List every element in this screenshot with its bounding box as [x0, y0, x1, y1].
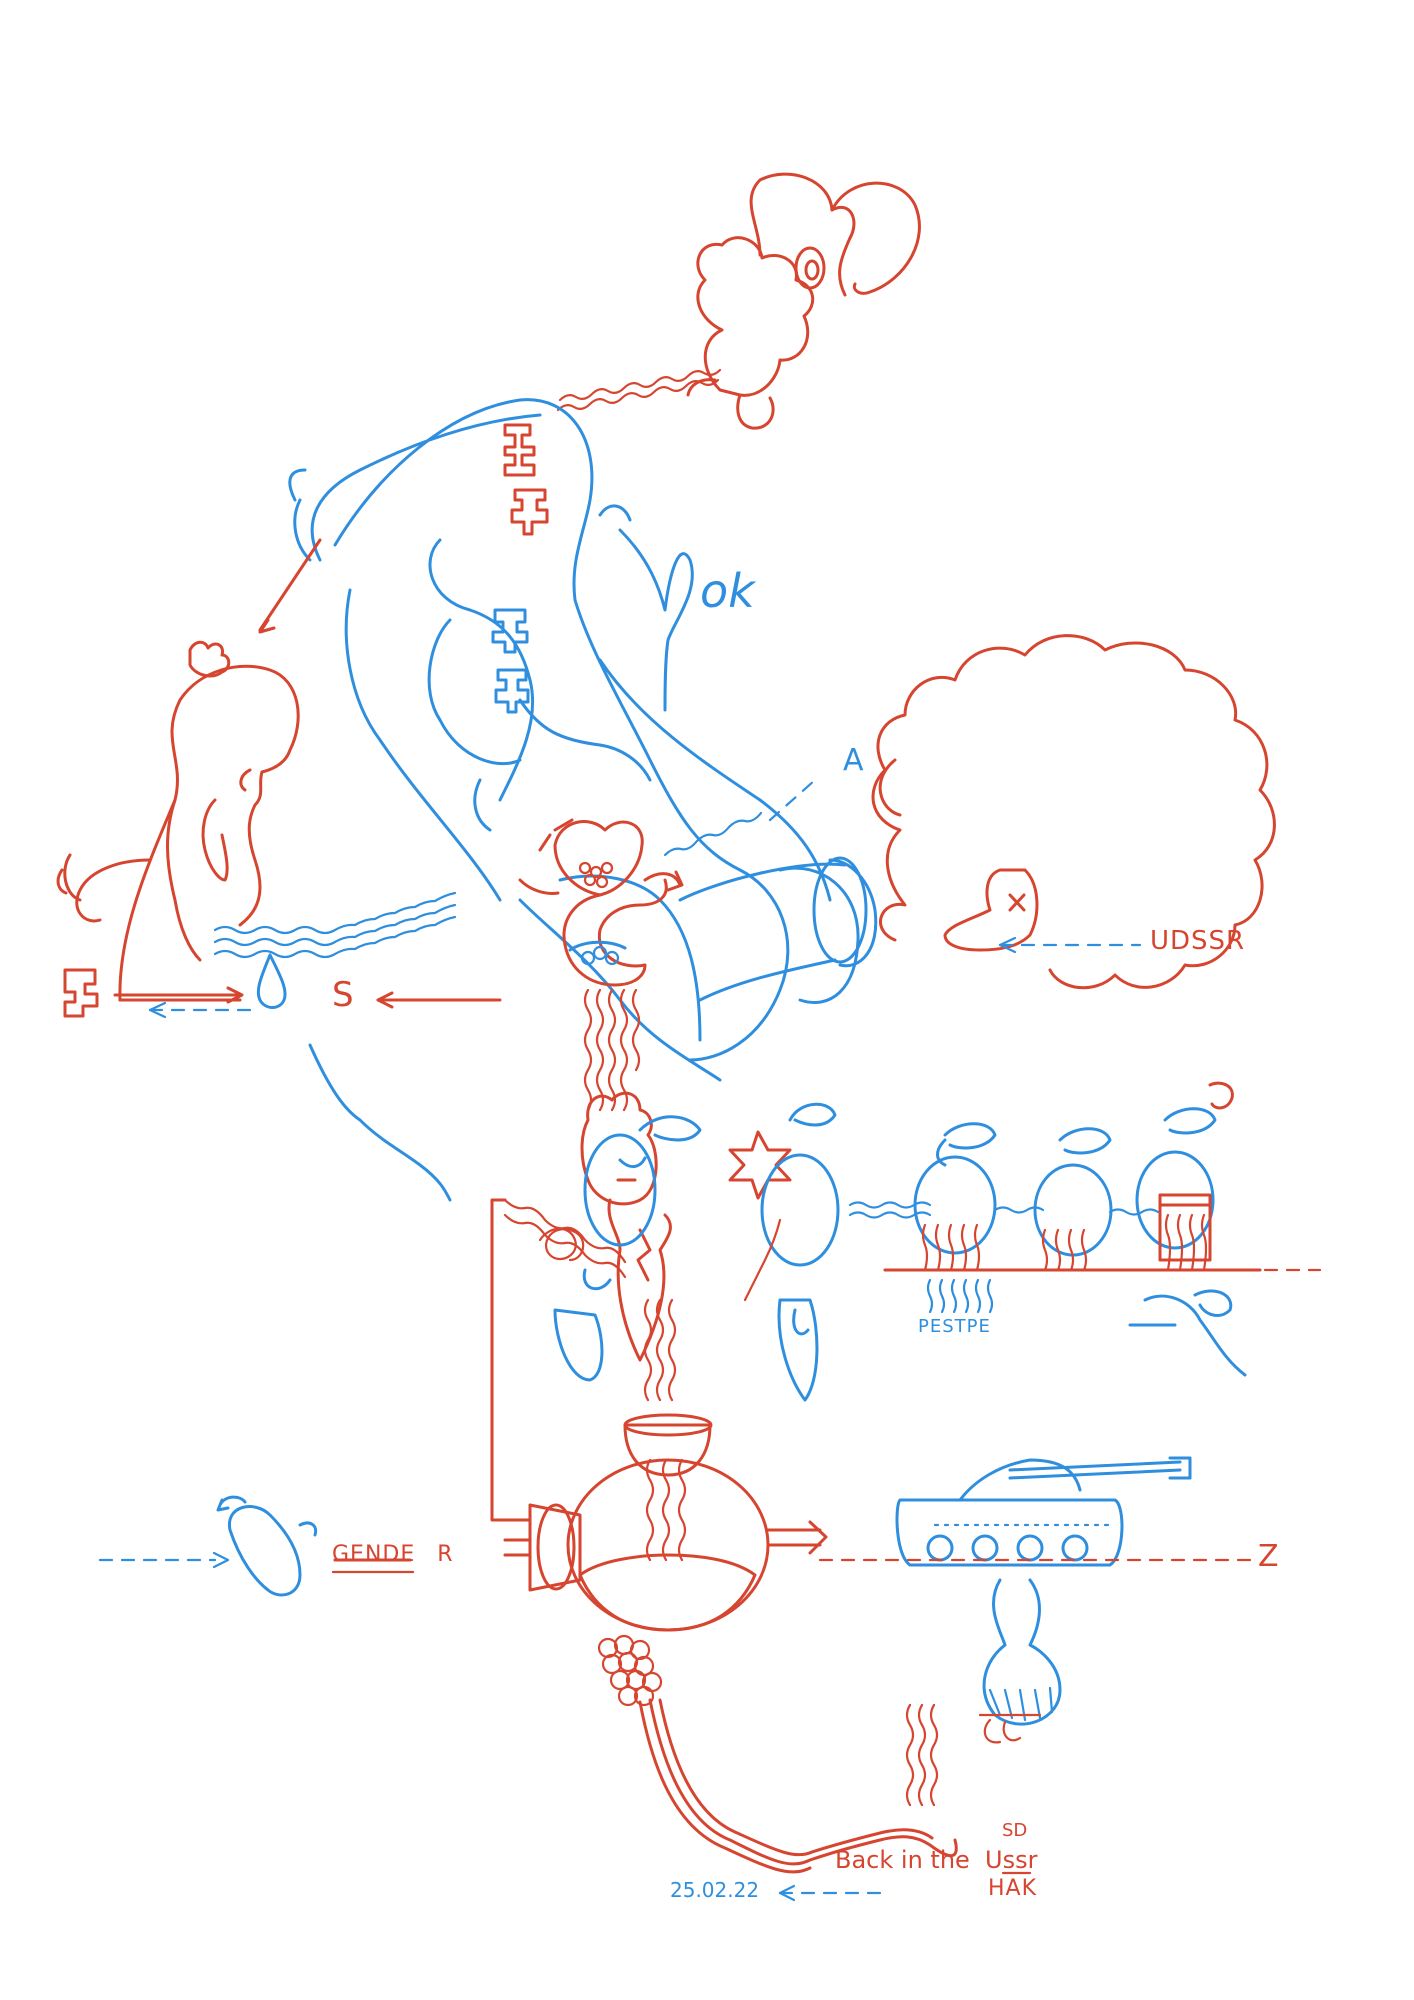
left-blue-swoop [308, 1043, 452, 1202]
gender-label: GENDE R [332, 1544, 454, 1566]
pot-creature-3 [1135, 1081, 1234, 1262]
running-blue-figure [1128, 1289, 1247, 1377]
arrow-to-drop [113, 986, 244, 1004]
red-totem [503, 423, 549, 536]
sd-label: SD [1002, 1820, 1028, 1841]
blue-tank [895, 1456, 1192, 1567]
s-arrow [376, 991, 502, 1009]
bottom-tube [638, 1698, 958, 1874]
tank-balloon [982, 1578, 1062, 1726]
gender-label-part-a: GENDE [332, 1542, 416, 1567]
pot-creature-2 [1033, 1127, 1113, 1257]
back-in-the-label: Back in the [835, 1846, 970, 1874]
middle-blue-face [583, 1115, 702, 1247]
top-wavy-link [556, 368, 722, 412]
left-red-figure [56, 640, 300, 1002]
bottom-right-wavy [905, 1703, 939, 1807]
pestpe-label: PESTPE [918, 1316, 991, 1337]
drop-icon [256, 953, 287, 1009]
chain-wavy [848, 1201, 1160, 1219]
left-small-totem [63, 968, 99, 1018]
udssr-label: UDSSR [1150, 926, 1246, 956]
central-machine [503, 1413, 828, 1632]
gender-label-part-b: R [437, 1542, 454, 1567]
left-bracket [490, 1198, 532, 1522]
blue-totem [491, 608, 530, 714]
right-blue-body [760, 1153, 840, 1267]
blue-grass [926, 1278, 994, 1314]
red-cloud [871, 634, 1276, 990]
red-cross [728, 1130, 792, 1200]
top-creature [686, 172, 921, 430]
central-blue-figure [288, 398, 878, 1082]
s-label: S [332, 975, 354, 1015]
left-lower-blue-limb [553, 1268, 612, 1382]
gender-bean [228, 1505, 302, 1597]
date-label: 25.02.22 [670, 1878, 760, 1902]
ok-scribble [618, 528, 694, 712]
pot-creature-1 [913, 1122, 997, 1255]
center-wavy-stream [583, 988, 641, 1112]
left-wavy-bundle [213, 891, 457, 959]
machine-bubble-cluster [597, 1634, 663, 1707]
machine-wavy [643, 1298, 687, 1562]
central-red-pot [518, 818, 684, 987]
central-blue-bubbles [568, 940, 627, 966]
middle-red-figure [580, 1091, 672, 1362]
ok-label: ok [700, 564, 755, 618]
z-label: Z [1258, 1539, 1279, 1574]
ussr-label: Ussr [985, 1846, 1038, 1874]
hak-label: HAK [988, 1876, 1038, 1901]
red-grass [921, 1213, 1208, 1272]
red-boot [943, 868, 1039, 952]
a-wavy-line [663, 811, 763, 857]
a-label: A [843, 743, 864, 778]
red-knot [538, 1227, 585, 1262]
